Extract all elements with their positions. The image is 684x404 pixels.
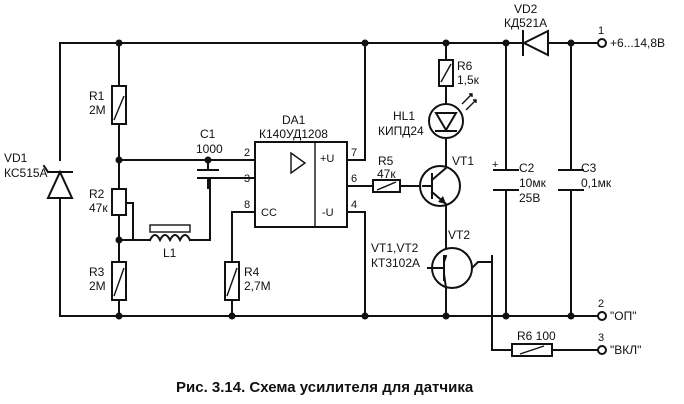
vt-group-part-label: КТ3102А [371,256,420,270]
c2-plus-mark: + [492,159,498,171]
pin-6-label: 6 [351,173,357,185]
r1-resistor-symbol [111,85,127,125]
c2-ref-label: C2 [519,161,535,175]
vt-group-refs-label: VT1,VT2 [371,241,419,255]
r5-ref-label: R5 [378,154,394,168]
da1-triangle-symbol [290,151,307,175]
hl1-ref-label: HL1 [393,109,415,123]
pin7-wire [346,42,366,161]
da1-opamp-box [254,141,348,228]
l1-inductor-symbol [148,224,192,243]
terminal-3-number: 3 [598,332,604,344]
r5-mark [376,181,397,191]
da1-plus-u-label: +U [320,153,334,165]
c1-ref-label: C1 [200,127,216,141]
terminal-1-number: 1 [598,25,604,37]
hl1-led-symbol [428,93,477,139]
vd2-part-label: КД521А [504,16,547,30]
r1-ref-label: R1 [89,89,105,103]
terminal-1: 1 +6...14,8В [597,25,665,50]
c1-capacitor-symbol [197,169,219,179]
r5-value-label: 47к [377,167,396,181]
r4-value-label: 2,7М [244,279,271,293]
da1-part-label: К140УД1208 [259,127,328,141]
c3-ref-label: C3 [581,161,597,175]
r1-value-label: 2М [89,103,106,117]
r6-bottom-label: R6 100 [517,329,556,343]
l1-wire [118,177,256,241]
vt2-transistor-symbol [427,247,493,290]
vt1-ref-label: VT1 [452,154,474,168]
c2-voltage-label: 25В [519,191,540,205]
hl1-part-label: КИПД24 [378,124,424,138]
l1-ref-label: L1 [163,246,177,260]
terminal-3: 3 "ВКЛ" [597,332,641,357]
pin-2-label: 2 [244,147,250,159]
r2-value-label: 47к [89,201,108,215]
r6-top-value-label: 1,5к [457,73,480,87]
figure-caption: Рис. 3.14. Схема усилителя для датчика [176,379,474,396]
c2-value-label: 10мк [519,176,547,190]
r3-ref-label: R3 [89,265,105,279]
r1-variable-mark [113,95,125,121]
da1-minus-u-label: -U [322,207,334,219]
da1-cc-label: CC [261,207,277,219]
r4-ref-label: R4 [244,265,260,279]
r2-ref-label: R2 [89,187,105,201]
terminal-2-label: "ОП" [610,309,636,323]
vd2-ref-label: VD2 [514,2,538,16]
vd2-diode-symbol [521,29,549,57]
vd1-part-label: КС515А [4,166,48,180]
pin-4-label: 4 [351,199,357,211]
vd1-zener-symbol [42,164,74,199]
pin4-wire [346,211,366,317]
pin-7-label: 7 [351,147,357,159]
r6-bottom-mark [519,345,545,355]
vt2-ref-label: VT2 [448,228,470,242]
pin-3-label: 3 [244,173,250,185]
terminal-2-number: 2 [598,298,604,310]
c3-capacitor-symbol [558,169,584,191]
c1-value-label: 1000 [196,142,223,156]
terminal-3-label: "ВКЛ" [610,343,641,357]
vd1-ref-label: VD1 [4,151,28,165]
pin-8-label: 8 [244,199,250,211]
vkl-wire [491,255,598,351]
r6-top-ref-label: R6 [457,59,473,73]
r3-variable-mark [113,267,125,297]
r4-variable-mark [226,267,238,297]
da1-ref-label: DA1 [282,113,306,127]
r2-resistor-symbol [111,188,127,216]
r6-top-mark [440,63,452,83]
r3-value-label: 2М [89,279,106,293]
junction-dots [115,39,575,320]
terminal-2: 2 "ОП" [597,298,636,323]
c3-value-label: 0,1мк [581,176,612,190]
c2-capacitor-symbol [493,169,519,191]
vt1-transistor-symbol [419,165,461,207]
terminal-1-label: +6...14,8В [610,36,665,50]
